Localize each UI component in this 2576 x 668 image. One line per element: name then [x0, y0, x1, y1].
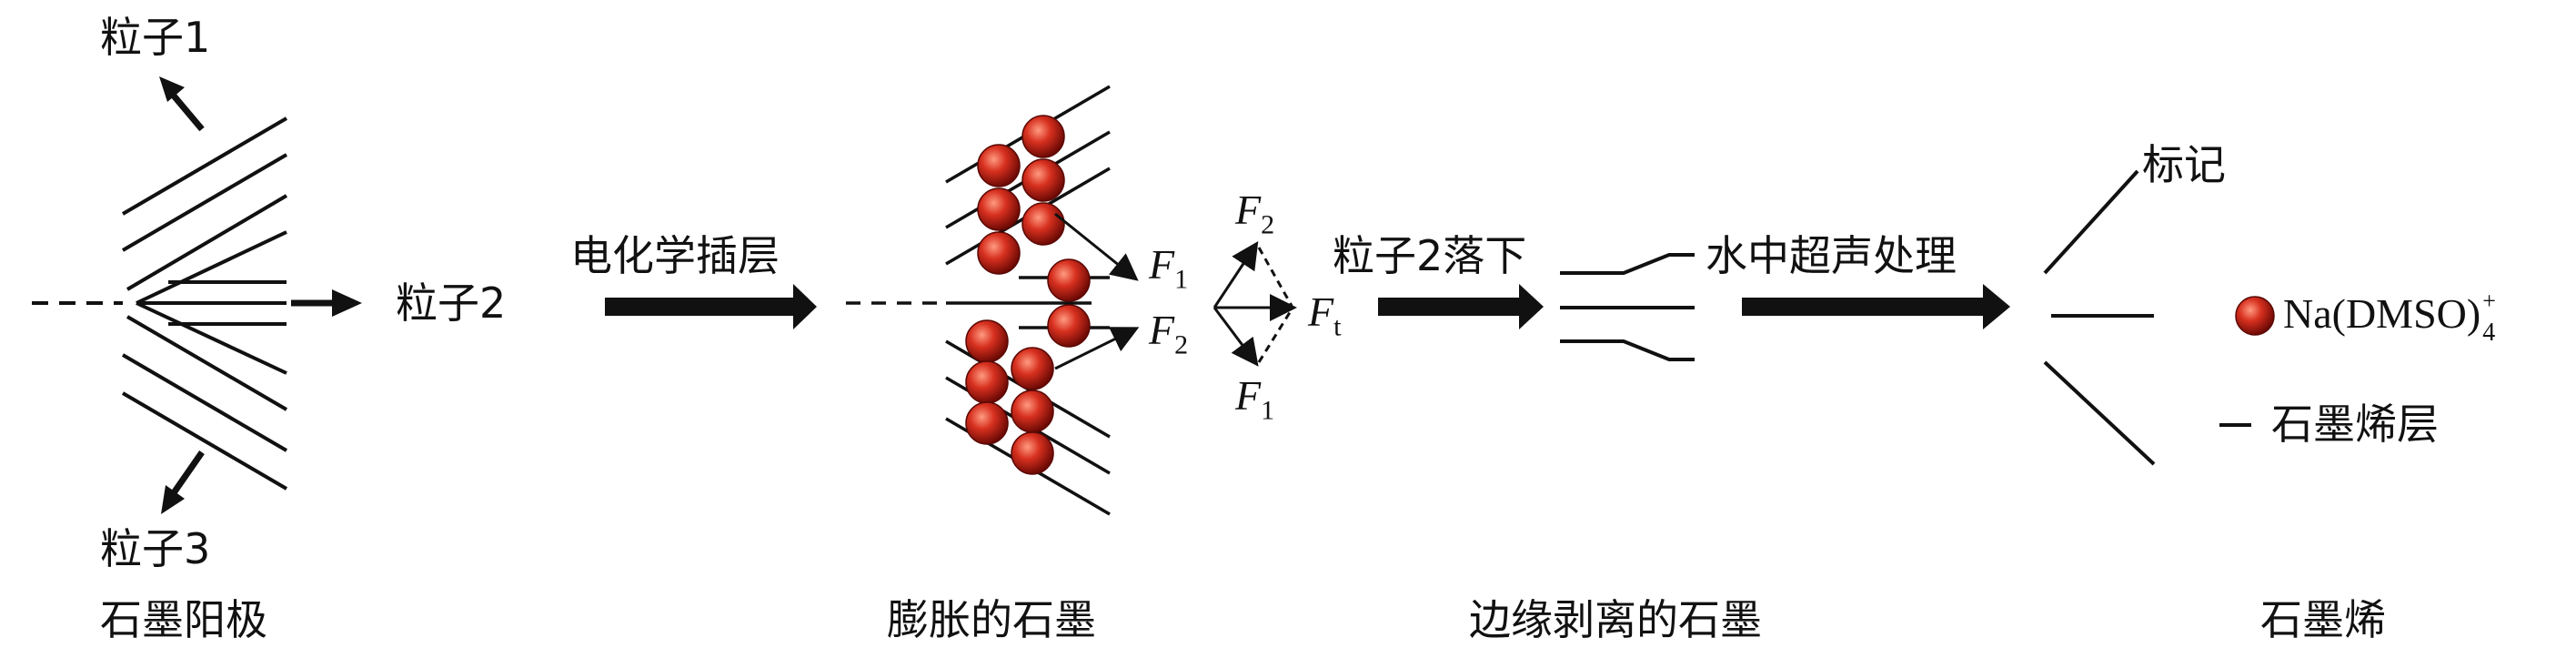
- ion-sphere: [1021, 115, 1065, 158]
- electrochemical-intercalation-label: 电化学插层: [570, 231, 780, 280]
- force-f2-top: F2: [1235, 187, 1275, 240]
- ion-sphere: [977, 187, 1021, 231]
- ion-sphere: [1021, 158, 1065, 202]
- force-arrows: [1054, 212, 1297, 370]
- particle-2-falls-label: 粒子2落下: [1333, 231, 1527, 280]
- ion-sphere: [1021, 202, 1065, 246]
- legend-graphene-layer-label: 石墨烯层: [2271, 400, 2439, 449]
- edge-exfoliated-graphite: [1560, 253, 1695, 361]
- expanded-graphite-caption: 膨胀的石墨: [887, 595, 1096, 644]
- particle-1-label: 粒子1: [100, 13, 211, 62]
- ion-sphere: [965, 360, 1009, 404]
- ion-sphere: [1011, 431, 1054, 475]
- dashed-parallelogram-top: [1257, 247, 1293, 307]
- arrow-up-left-icon: [159, 76, 185, 102]
- force-f1-bottom: F1: [1235, 372, 1275, 426]
- ion-sphere: [977, 231, 1021, 275]
- f1-bottom-vector: [1213, 307, 1259, 367]
- graphite-anode: [32, 116, 288, 491]
- ultrasonication-in-water-label: 水中超声处理: [1706, 231, 1957, 280]
- ion-sphere: [977, 144, 1021, 187]
- particle-arrows: [159, 76, 362, 514]
- mark-label: 标记: [2142, 140, 2226, 189]
- particle-3-label: 粒子3: [100, 524, 211, 573]
- ion-sphere: [1047, 258, 1091, 302]
- ion-sphere: [965, 401, 1009, 445]
- ion-sphere: [1047, 304, 1091, 348]
- process-arrow-1: [605, 284, 817, 329]
- legend-ion-label: Na(DMSO)+4: [2283, 288, 2496, 347]
- process-arrow-3: [1742, 284, 2010, 329]
- force-ft: Ft: [1308, 288, 1342, 342]
- legend-ion-sphere-icon: [2235, 296, 2275, 336]
- force-f2-bottom-left: F2: [1149, 307, 1189, 360]
- arrow-right-icon: [332, 289, 362, 317]
- force-f1-top: F1: [1149, 241, 1189, 295]
- na-dmso-ions: [965, 115, 1091, 475]
- ion-sphere: [1011, 347, 1054, 390]
- graphene-sheets: [2043, 169, 2156, 466]
- legend: [2219, 296, 2275, 427]
- ion-sphere: [965, 319, 1009, 363]
- dashed-parallelogram-bottom: [1257, 309, 1293, 363]
- process-arrow-2: [1378, 284, 1544, 329]
- edge-exfoliated-graphite-caption: 边缘剥离的石墨: [1469, 595, 1762, 644]
- arrow-down-left-icon: [161, 485, 185, 514]
- particle-2-label: 粒子2: [396, 278, 507, 328]
- graphene-caption: 石墨烯: [2260, 595, 2386, 644]
- graphite-anode-caption: 石墨阳极: [100, 595, 267, 644]
- ion-sphere: [1011, 390, 1054, 433]
- f2-top-vector: [1213, 240, 1259, 309]
